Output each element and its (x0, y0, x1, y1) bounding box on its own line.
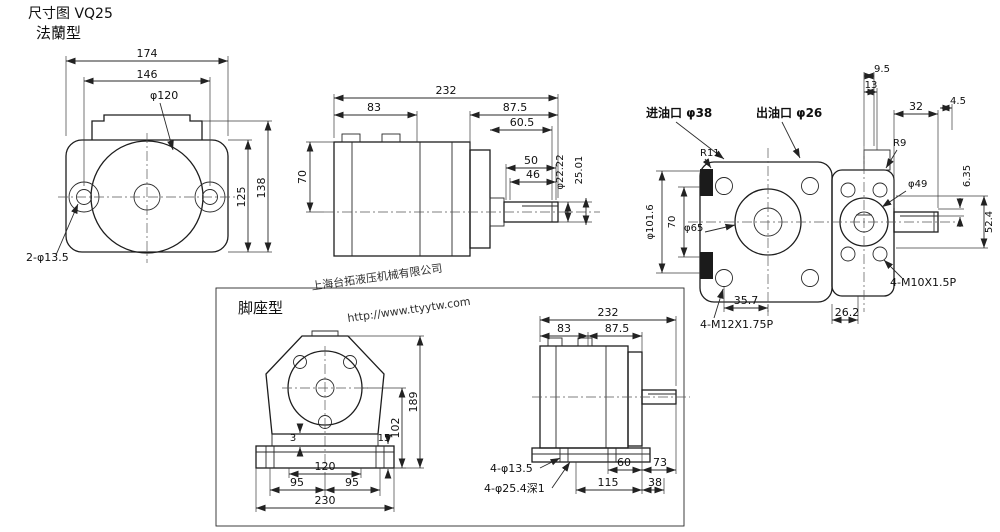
m12-bolt-hole (715, 269, 733, 287)
dim-26-2: 26.2 (835, 306, 860, 319)
dim-9-5: 9.5 (874, 64, 890, 75)
foot-bolt-hole (343, 355, 357, 369)
dim-174: 174 (137, 47, 158, 60)
top-tab (577, 337, 593, 347)
m10-bolt-hole (872, 182, 888, 198)
dim-102: 102 (389, 418, 402, 439)
dim-115: 115 (598, 476, 619, 489)
dim-phi65: φ65 (684, 223, 703, 234)
rear-body (699, 161, 833, 303)
dim-60-5: 60.5 (510, 116, 535, 129)
dim-120: 120 (315, 460, 336, 473)
rear-cover (831, 169, 895, 297)
dim-70-rear: 70 (667, 216, 678, 229)
dim-foot-holes: 4-φ13.5 (490, 462, 533, 475)
dim-87-5: 87.5 (503, 101, 528, 114)
dim-r9: R9 (893, 138, 906, 149)
top-tab (381, 133, 401, 143)
dim-95-right: 95 (345, 476, 359, 489)
dim-46: 46 (526, 168, 540, 181)
m12-bolt-hole (801, 177, 819, 195)
flange-front-view: 174 146 φ120 125 138 2-φ13.5 (26, 47, 272, 264)
dim-key-height: 25.01 (574, 156, 585, 185)
page-title: 尺寸图 VQ25 (28, 6, 113, 22)
dim-232: 232 (436, 84, 457, 97)
flange-type-label: 法蘭型 (36, 24, 81, 42)
dim-m12-bolts: 4-M12X1.75P (700, 318, 773, 331)
m10-bolt-hole (872, 246, 888, 262)
foot-section-border (215, 287, 685, 527)
dim-83-foot: 83 (557, 322, 571, 335)
dim-73: 73 (653, 456, 667, 469)
dim-138: 138 (255, 178, 268, 199)
foot-bolt-hole (293, 355, 307, 369)
flange-top-block (91, 114, 203, 140)
top-tab (341, 133, 361, 143)
foot-bolt-hole (318, 415, 332, 429)
watermark: 上海台拓液压机械有限公司 http://www.ttyytw.com (310, 261, 471, 325)
dim-60: 60 (617, 456, 631, 469)
dim-125: 125 (235, 187, 248, 208)
dim-shaft-dia: φ22.22 (555, 154, 566, 189)
dim-key-width: 6.35 (962, 165, 973, 187)
dim-counterbore: 4-φ25.4深1 (484, 482, 545, 495)
dim-4-5: 4.5 (950, 96, 966, 107)
dim-95-left: 95 (290, 476, 304, 489)
dim-146: 146 (137, 68, 158, 81)
foot-side-view: 232 83 87.5 60 73 115 38 4-φ13.5 4-φ25.4… (484, 306, 690, 495)
m12-bolt-hole (801, 269, 819, 287)
dim-232-foot: 232 (598, 306, 619, 319)
m10-bolt-hole (840, 182, 856, 198)
flange-side-view: 232 83 87.5 60.5 50 46 70 φ22.22 25.01 (296, 84, 600, 257)
dim-phi101-6: φ101.6 (645, 204, 656, 239)
dim-38: 38 (648, 476, 662, 489)
port-pad-bottom (700, 252, 713, 279)
dim-83: 83 (367, 101, 381, 114)
mounting-face (469, 149, 491, 249)
dim-230: 230 (315, 494, 336, 507)
dim-50: 50 (524, 154, 538, 167)
foot-type-label: 脚座型 (238, 299, 283, 317)
port-pad-top (700, 169, 713, 196)
top-tab (547, 337, 563, 347)
foot-mounting-face (627, 351, 643, 447)
dim-70: 70 (296, 170, 309, 184)
dim-32: 32 (909, 100, 923, 113)
dim-phi49: φ49 (908, 179, 927, 190)
dim-35-7: 35.7 (734, 294, 759, 307)
dim-phi120: φ120 (150, 89, 178, 102)
dim-15: 15 (378, 433, 391, 444)
dim-87-5-foot: 87.5 (605, 322, 630, 335)
m12-bolt-hole (715, 177, 733, 195)
drawing-header: 尺寸图 VQ25 法蘭型 (28, 6, 113, 42)
dim-52-4: 52.4 (984, 211, 995, 233)
watermark-url: http://www.ttyytw.com (347, 295, 472, 325)
foot-base-side (531, 447, 651, 463)
dim-r11: R11 (700, 148, 720, 159)
pump-body (333, 141, 471, 257)
dim-13: 13 (865, 80, 878, 91)
dim-m10-bolts: 4-M10X1.5P (890, 276, 956, 289)
dim-mount-holes: 2-φ13.5 (26, 251, 69, 264)
foot-base (255, 445, 395, 469)
dim-189: 189 (407, 392, 420, 413)
dim-3: 3 (290, 433, 296, 444)
m10-bolt-hole (840, 246, 856, 262)
foot-front-view: 189 102 3 15 120 95 95 230 (255, 330, 424, 512)
flange-rear-view: 进油口 φ38 出油口 φ26 9.5 13 32 4.5 R11 R9 φ49… (645, 64, 995, 331)
outlet-port-label: 出油口 φ26 (756, 105, 822, 120)
inlet-port-label: 进油口 φ38 (646, 105, 712, 120)
foot-mount-section: 脚座型 189 102 3 15 (215, 287, 690, 527)
